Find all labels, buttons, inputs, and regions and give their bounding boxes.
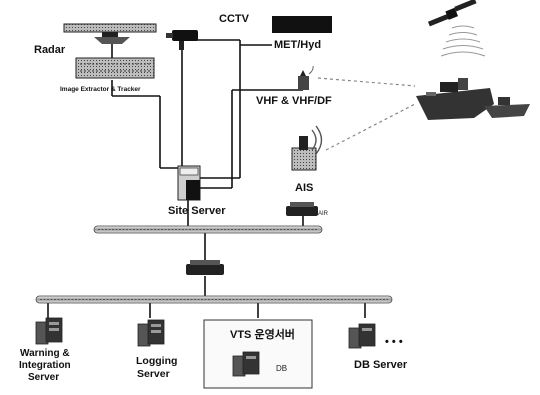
warning-server-label-line1: Warning & xyxy=(20,348,70,359)
met-hyd-sensor-box xyxy=(272,16,332,33)
ellipsis-more-servers: • • • xyxy=(385,336,403,348)
air-label: AIR xyxy=(318,211,329,217)
cctv-label: CCTV xyxy=(219,13,250,25)
met-hyd-label: MET/Hyd xyxy=(274,39,321,51)
logging-server-icon xyxy=(138,320,164,346)
db-server-icon xyxy=(349,324,375,348)
db-server-label: DB Server xyxy=(354,359,408,371)
db-label: DB xyxy=(276,364,287,373)
cctv-camera-icon xyxy=(166,30,198,50)
warning-server-label-line2: Integration xyxy=(19,360,71,371)
image-extractor-label: Image Extractor & Tracker xyxy=(60,86,141,93)
radar-antenna-icon xyxy=(64,24,156,44)
logging-server-label-line1: Logging xyxy=(136,355,177,367)
vts-server-icon xyxy=(233,352,259,376)
site-server-rack xyxy=(178,166,200,200)
image-extractor-unit xyxy=(76,58,154,78)
upper-network-bus xyxy=(94,226,322,233)
radar-label: Radar xyxy=(34,44,66,56)
satellite-icon xyxy=(428,0,485,56)
vhf-label: VHF & VHF/DF xyxy=(256,95,332,107)
ais-antenna-icon xyxy=(292,126,322,170)
air-router-icon xyxy=(286,202,318,216)
logging-server-label-line2: Server xyxy=(137,368,170,380)
ship-icon xyxy=(416,78,494,120)
warning-integration-server-icon xyxy=(36,318,62,344)
wireless-links xyxy=(318,78,415,150)
vhf-radio-icon xyxy=(298,66,313,90)
network-switch-icon xyxy=(186,260,224,275)
site-server-label: Site Server xyxy=(168,205,226,217)
vts-server-label: VTS 운영서버 xyxy=(230,327,295,341)
lower-network-bus xyxy=(36,296,392,303)
ais-label: AIS xyxy=(295,182,313,194)
warning-server-label-line3: Server xyxy=(28,372,59,383)
